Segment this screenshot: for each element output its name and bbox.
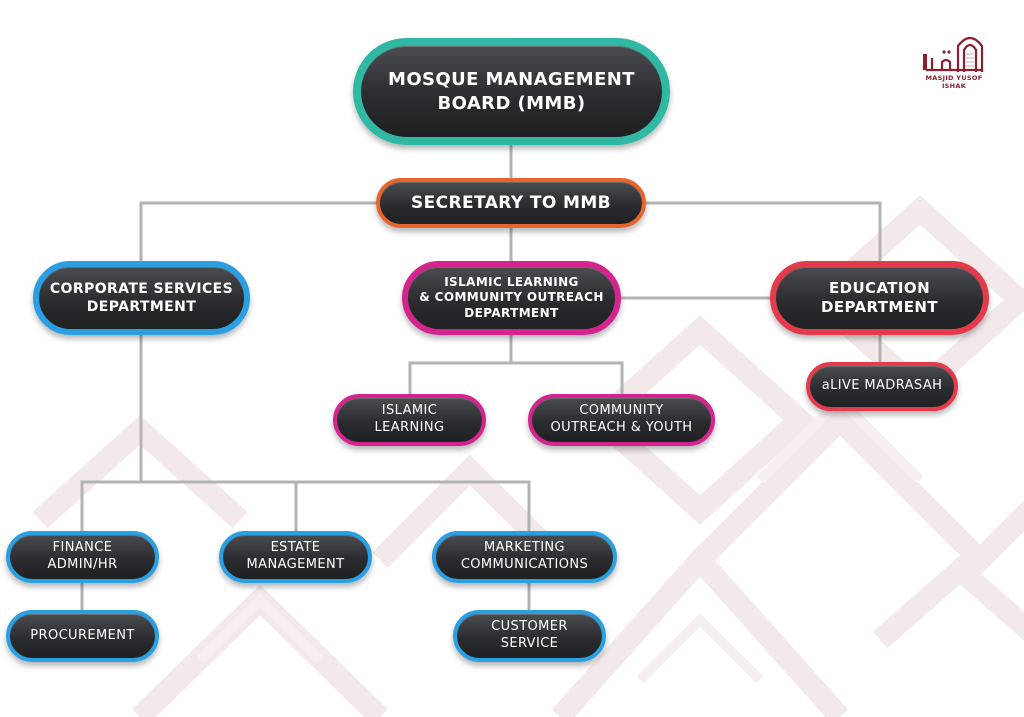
masjid-logo [923, 36, 984, 72]
node-marketing-communications: MARKETING COMMUNICATIONS [432, 531, 617, 583]
node-islamic-learning-community-outreach-department: ISLAMIC LEARNING & COMMUNITY OUTREACH DE… [402, 261, 621, 335]
node-customer-service: CUSTOMER SERVICE [453, 610, 606, 662]
edge-corporate-children [80, 334, 531, 533]
logo-caption: MASJID YUSOF ISHAK [925, 74, 983, 90]
node-mosque-management-board: MOSQUE MANAGEMENT BOARD (MMB) [353, 38, 670, 145]
node-education-department: EDUCATION DEPARTMENT [770, 261, 989, 335]
node-community-outreach-youth: COMMUNITY OUTREACH & YOUTH [528, 394, 715, 446]
node-procurement: PROCUREMENT [6, 610, 159, 662]
node-islamic-learning: ISLAMIC LEARNING [333, 394, 486, 446]
node-estate-management: ESTATE MANAGEMENT [219, 531, 372, 583]
edge-islamic-children [408, 334, 624, 396]
node-alive-madrasah: aLIVE MADRASAH [806, 362, 958, 411]
node-secretary-to-mmb: SECRETARY TO MMB [376, 178, 646, 228]
node-finance-admin-hr: FINANCE ADMIN/HR [6, 531, 159, 583]
node-corporate-services-department: CORPORATE SERVICES DEPARTMENT [33, 261, 250, 335]
